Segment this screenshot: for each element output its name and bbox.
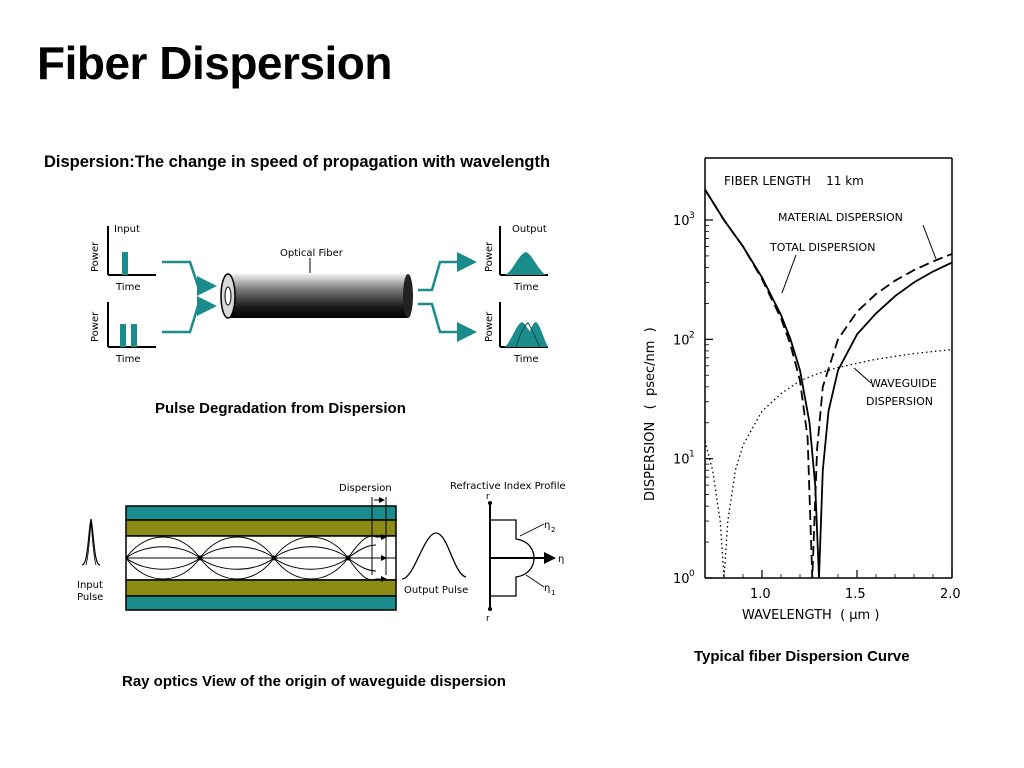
time-label: Time [115, 354, 140, 365]
y-tick-label: 10 [673, 572, 690, 587]
curve-caption: Typical fiber Dispersion Curve [694, 648, 910, 665]
series-label-total: TOTAL DISPERSION [769, 241, 875, 254]
series-line-solid [704, 189, 953, 579]
series-label-material: MATERIAL DISPERSION [778, 211, 903, 224]
power-label: Power [90, 311, 101, 342]
slide-title: Fiber Dispersion [37, 37, 392, 89]
output-pulse-label: Output Pulse [404, 585, 468, 596]
time-label: Time [513, 282, 538, 293]
y-axis-label: DISPERSION ( psec/nm ) [643, 327, 658, 501]
y-tick-exponent: 1 [689, 450, 695, 460]
optical-fiber-label: Optical Fiber [280, 248, 344, 259]
n2-subscript: 2 [551, 526, 555, 534]
optical-fiber: Optical Fiber [220, 248, 413, 319]
input-pulse: Input Pulse [77, 518, 103, 603]
time-label: Time [115, 282, 140, 293]
y-tick-label: 10 [673, 333, 690, 348]
ray-caption: Ray optics View of the origin of wavegui… [122, 673, 506, 690]
input-pulse-label: Pulse [77, 592, 103, 603]
output-pulse-single-plot: Output Time Power [484, 224, 548, 293]
waveguide [125, 505, 397, 611]
y-tick-label: 10 [673, 453, 690, 468]
y-tick-exponent: 0 [689, 569, 695, 579]
power-label: Power [90, 241, 101, 272]
x-axis-label: WAVELENGTH ( μm ) [742, 608, 879, 623]
y-tick-exponent: 2 [689, 330, 695, 340]
x-tick-label: 1.5 [845, 587, 866, 602]
fiber-length-annotation: FIBER LENGTH 11 km [724, 174, 864, 188]
pulse-caption: Pulse Degradation from Dispersion [155, 400, 406, 417]
n-axis-label: η [558, 554, 564, 565]
input-pulse-label: Input [77, 580, 103, 591]
time-label: Time [513, 354, 538, 365]
input-pulse-double-plot: Time Power [90, 302, 156, 365]
dispersion-marker: Dispersion [339, 483, 392, 582]
series-label-waveguide-line2: DISPERSION [866, 395, 933, 408]
input-pulse-single-plot: Input Time Power [90, 224, 156, 293]
power-label: Power [484, 241, 495, 272]
output-label: Output [512, 224, 547, 235]
x-tick-label: 2.0 [940, 587, 961, 602]
y-tick-exponent: 3 [689, 211, 695, 221]
slide-subtitle: Dispersion:The change in speed of propag… [44, 153, 551, 171]
power-label: Power [484, 311, 495, 342]
n2-label: η [544, 520, 550, 531]
series-line-dashed [704, 189, 953, 579]
x-tick-label: 1.0 [750, 587, 771, 602]
y-tick-label: 10 [673, 214, 690, 229]
output-pulse: Output Pulse [401, 532, 468, 596]
refractive-index-profile-label: Refractive Index Profile [450, 481, 566, 492]
dispersion-label: Dispersion [339, 483, 392, 494]
ray-optics-diagram: Input Pulse Dispersion Output Pulse Ref [77, 481, 566, 624]
n1-label: η [544, 583, 550, 594]
r-axis-label: r [486, 492, 490, 502]
output-pulse-double-plot: Time Power [484, 302, 548, 365]
input-label: Input [114, 224, 140, 235]
r-axis-label: r [486, 614, 490, 624]
series-label-waveguide-line1: WAVEGUIDE [870, 377, 937, 390]
n1-subscript: 1 [551, 589, 555, 597]
pulse-degradation-diagram: Input Time Power Time Power Optical Fibe… [90, 224, 548, 365]
refractive-index-profile: Refractive Index Profile r r η η 2 η 1 [450, 481, 566, 624]
